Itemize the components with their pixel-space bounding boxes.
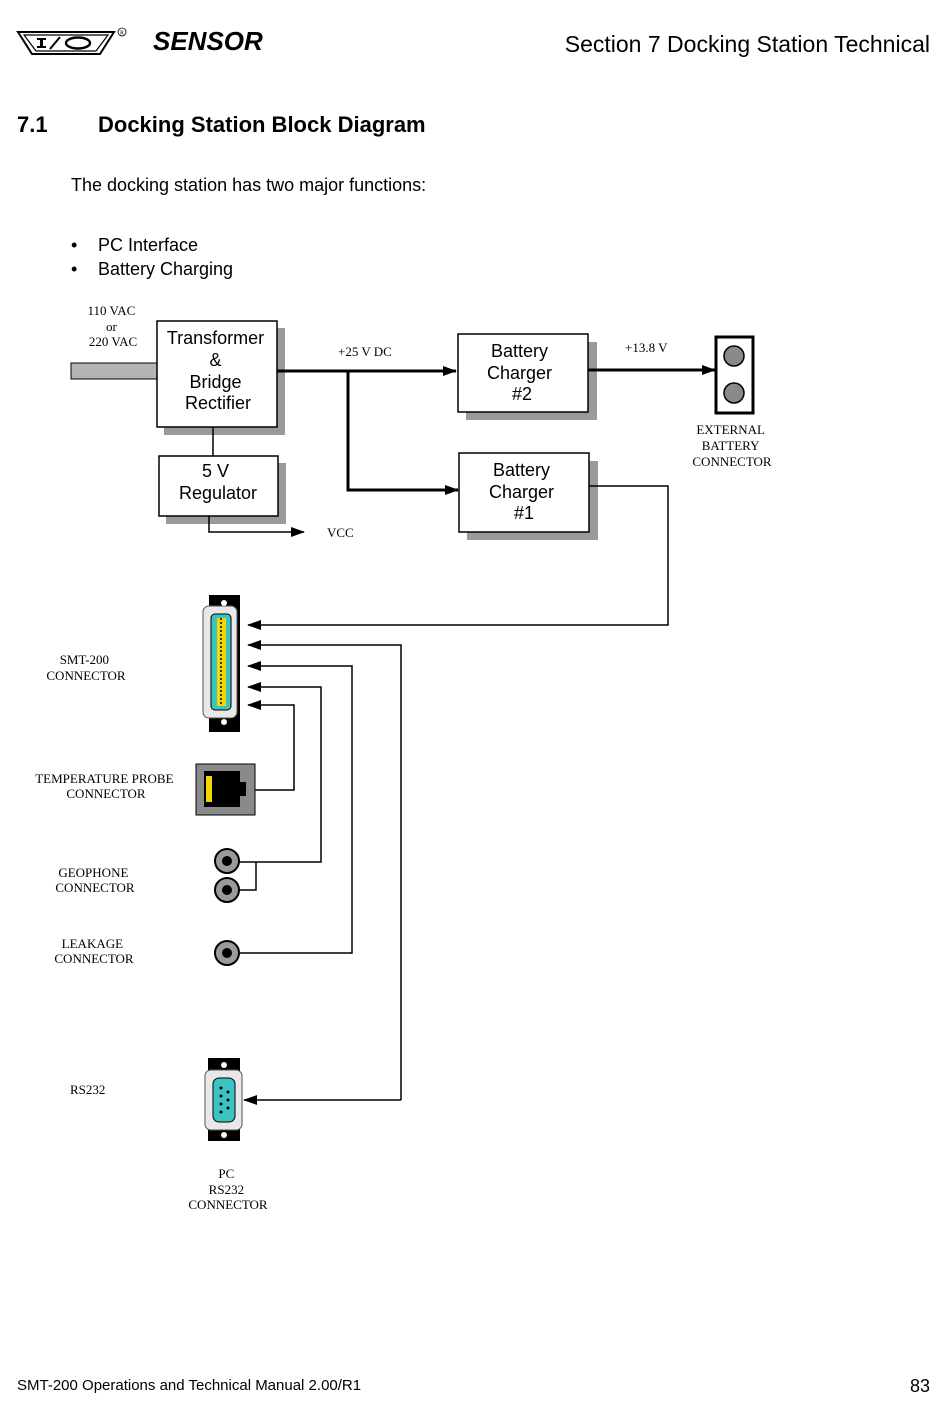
battery-charger-1: Battery Charger #1 bbox=[489, 460, 559, 523]
leakage-connector-icon bbox=[214, 940, 240, 966]
page-number: 83 bbox=[909, 1376, 930, 1396]
smt-200-connector-icon bbox=[202, 595, 240, 732]
heading-title: Docking Station Block Diagram bbox=[98, 112, 426, 137]
pc-rs232-label: PC RS232 CONNECTOR bbox=[188, 1166, 268, 1212]
svg-text:R: R bbox=[120, 31, 124, 37]
geophone-label: GEOPHONE CONNECTOR bbox=[55, 865, 135, 895]
list-item: •PC Interface bbox=[71, 235, 199, 255]
input-voltage-label: 110 VAC or 220 VAC bbox=[87, 303, 138, 349]
geophone-connector-icon bbox=[214, 848, 240, 903]
dc-bus-label: +25 V DC bbox=[338, 344, 392, 359]
temperature-probe-label: TEMPERATURE PROBE CONNECTOR bbox=[35, 771, 177, 801]
rs232-label: RS232 bbox=[70, 1082, 105, 1097]
temperature-probe-connector-icon bbox=[195, 763, 256, 816]
charge-voltage-label: +13.8 V bbox=[625, 340, 668, 355]
functions-list: •PC Interface •Battery Charging bbox=[71, 234, 233, 281]
transformer-block: Transformer & Bridge Rectifier bbox=[167, 328, 269, 413]
brand-name: SENSOR bbox=[153, 26, 263, 56]
external-battery-connector-icon bbox=[714, 335, 755, 415]
list-item: •Battery Charging bbox=[71, 258, 234, 279]
leakage-label: LEAKAGE CONNECTOR bbox=[54, 936, 134, 966]
footer-manual: SMT-200 Operations and Technical Manual … bbox=[17, 1377, 362, 1394]
vcc-label: VCC bbox=[327, 525, 354, 540]
block-diagram: 110 VAC or 220 VAC Transformer & Bridge … bbox=[35, 303, 772, 1212]
rs232-connector-icon bbox=[204, 1058, 243, 1141]
regulator-block: 5 V Regulator bbox=[179, 461, 257, 503]
smt-connector-label: SMT-200 CONNECTOR bbox=[46, 652, 126, 683]
external-battery-label: EXTERNAL BATTERY CONNECTOR bbox=[692, 422, 772, 469]
io-sensor-logo: R bbox=[16, 27, 127, 55]
battery-charger-2: Battery Charger #2 bbox=[487, 341, 557, 404]
section-title: Section 7 Docking Station Technical bbox=[564, 31, 930, 57]
heading-number: 7.1 bbox=[17, 112, 48, 137]
intro-text: The docking station has two major functi… bbox=[71, 175, 427, 195]
